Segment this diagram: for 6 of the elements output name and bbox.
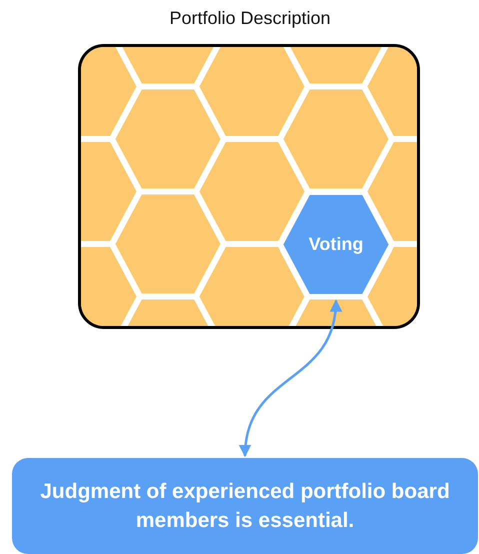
panel-title: Portfolio Description xyxy=(168,8,332,29)
callout-box xyxy=(12,458,478,554)
callout-text: Judgment of experienced portfolio board members is essential. xyxy=(39,478,451,534)
cell-label: Voting xyxy=(308,234,364,254)
hexagon-cell xyxy=(280,192,392,296)
curved-arrow xyxy=(240,299,342,458)
